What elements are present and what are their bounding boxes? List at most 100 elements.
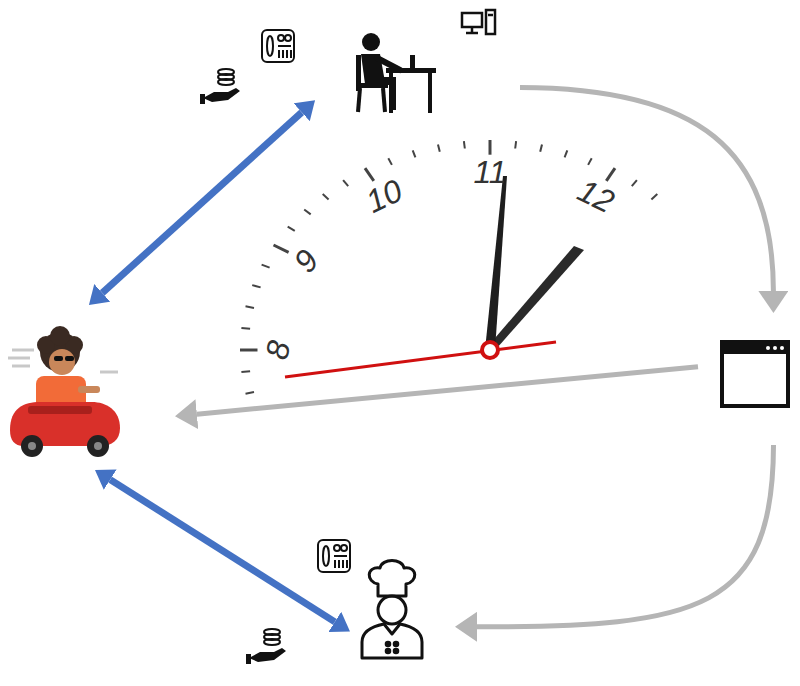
driver-car-icon-part	[94, 442, 102, 450]
clock-tick	[262, 265, 270, 268]
menu-icon-part	[278, 50, 280, 58]
menu-icon-part	[267, 36, 273, 56]
clock-tick	[413, 150, 416, 157]
money-hand-icon-part	[203, 88, 240, 102]
clock-tick	[246, 306, 255, 308]
clock-tick	[606, 168, 615, 181]
driver-car-icon	[8, 326, 120, 457]
menu-icon-part	[285, 35, 291, 41]
chef-node	[355, 565, 430, 660]
clock-tick	[588, 158, 592, 165]
flow-arrow	[197, 367, 698, 414]
money-hand-icon-part	[218, 69, 234, 75]
office-worker-icon-part	[358, 88, 360, 112]
clock-hands-part	[485, 176, 507, 350]
flow-arrow	[477, 445, 774, 627]
clock-tick	[343, 180, 348, 186]
computer-icon-part	[488, 14, 493, 17]
clock-tick	[323, 194, 329, 200]
menu-icon-part	[338, 560, 340, 568]
menu-icon-part	[346, 560, 348, 568]
driver-car-icon-part	[100, 371, 118, 374]
clock-tick	[489, 140, 492, 155]
clock-tick	[651, 194, 657, 200]
clock-tick	[304, 210, 311, 215]
clock-number: 11	[473, 156, 506, 188]
computer-icon-part	[486, 10, 495, 34]
driver-car-icon-part	[50, 326, 70, 346]
clock-hands-part	[482, 342, 498, 358]
menu-icon-part	[318, 540, 350, 572]
office-worker-icon	[356, 33, 436, 113]
menu-icon-part	[341, 545, 347, 551]
clock-tick	[241, 370, 250, 373]
clock-tick	[540, 145, 542, 152]
browser-window-node	[718, 338, 792, 410]
exchange-arrow	[102, 112, 301, 293]
clock-ticks	[240, 140, 657, 394]
clock-number: 10	[361, 174, 407, 218]
menu-icon-part	[323, 546, 329, 566]
clock-tick	[240, 349, 258, 352]
clock-tick	[274, 245, 289, 252]
exchange-arrow	[110, 480, 335, 622]
driver-car-icon-part	[28, 406, 92, 414]
browser-window-icon-part	[773, 346, 777, 350]
clock-number: 9	[288, 244, 324, 278]
office-worker-icon-part	[389, 73, 393, 113]
driver-car-icon-part	[65, 356, 74, 361]
chef-icon-part	[386, 642, 390, 646]
menu-icon-part	[342, 560, 344, 568]
driver-car-icon-part	[8, 357, 30, 360]
driver-car-icon-part	[21, 435, 43, 457]
menu-icon-part	[282, 50, 284, 58]
driver-node	[5, 335, 125, 460]
browser-window-icon-part	[722, 342, 788, 406]
menu-icon-part	[286, 50, 288, 58]
browser-window-icon-part	[722, 342, 788, 354]
office-worker-node	[355, 28, 435, 113]
driver-car-icon-part	[78, 386, 100, 393]
chef-icon-part	[394, 642, 398, 646]
menu-icon-part	[278, 45, 291, 47]
driver-car-icon-part	[49, 349, 75, 375]
money-hand-icon	[246, 629, 286, 664]
money-hand-icon-part	[249, 648, 286, 662]
clock-tick	[365, 168, 374, 181]
money-hand-icon-part	[264, 629, 280, 635]
money-hand-icon	[200, 69, 240, 104]
clock-tick	[632, 180, 637, 186]
driver-car-icon-part	[12, 365, 30, 368]
driver-car-icon-part	[54, 356, 63, 361]
computer-icon-part	[466, 32, 478, 35]
money-hand-icon-part	[246, 654, 251, 664]
browser-window-icon-part	[780, 346, 784, 350]
driver-car-icon-part	[28, 442, 36, 450]
computer-icon-part	[471, 27, 474, 32]
computer-icon-part	[462, 13, 482, 27]
chef-icon-part	[386, 649, 390, 653]
office-worker-icon-part	[428, 73, 432, 113]
menu-icon-part	[262, 30, 294, 62]
office-worker-icon-part	[362, 33, 380, 51]
clock-hands-part	[285, 342, 556, 377]
clock-number: 8	[260, 338, 295, 363]
chef-icon-part	[378, 596, 406, 624]
office-worker-icon-part	[383, 88, 385, 112]
browser-window-icon	[722, 342, 788, 406]
menu-icon-part	[290, 50, 292, 58]
driver-car-icon-part	[12, 349, 34, 352]
chef-icon	[362, 561, 422, 659]
driver-car-icon-part	[87, 435, 109, 457]
menu-icon-part	[334, 545, 340, 551]
menu-icon	[262, 30, 294, 62]
menu-icon	[318, 540, 350, 572]
chef-icon-part	[369, 561, 415, 597]
clock-number: 12	[573, 174, 619, 218]
clock-tick	[514, 141, 517, 148]
clock-tick	[438, 145, 440, 152]
chef-icon-part	[362, 624, 422, 658]
browser-window-icon-part	[766, 346, 770, 350]
